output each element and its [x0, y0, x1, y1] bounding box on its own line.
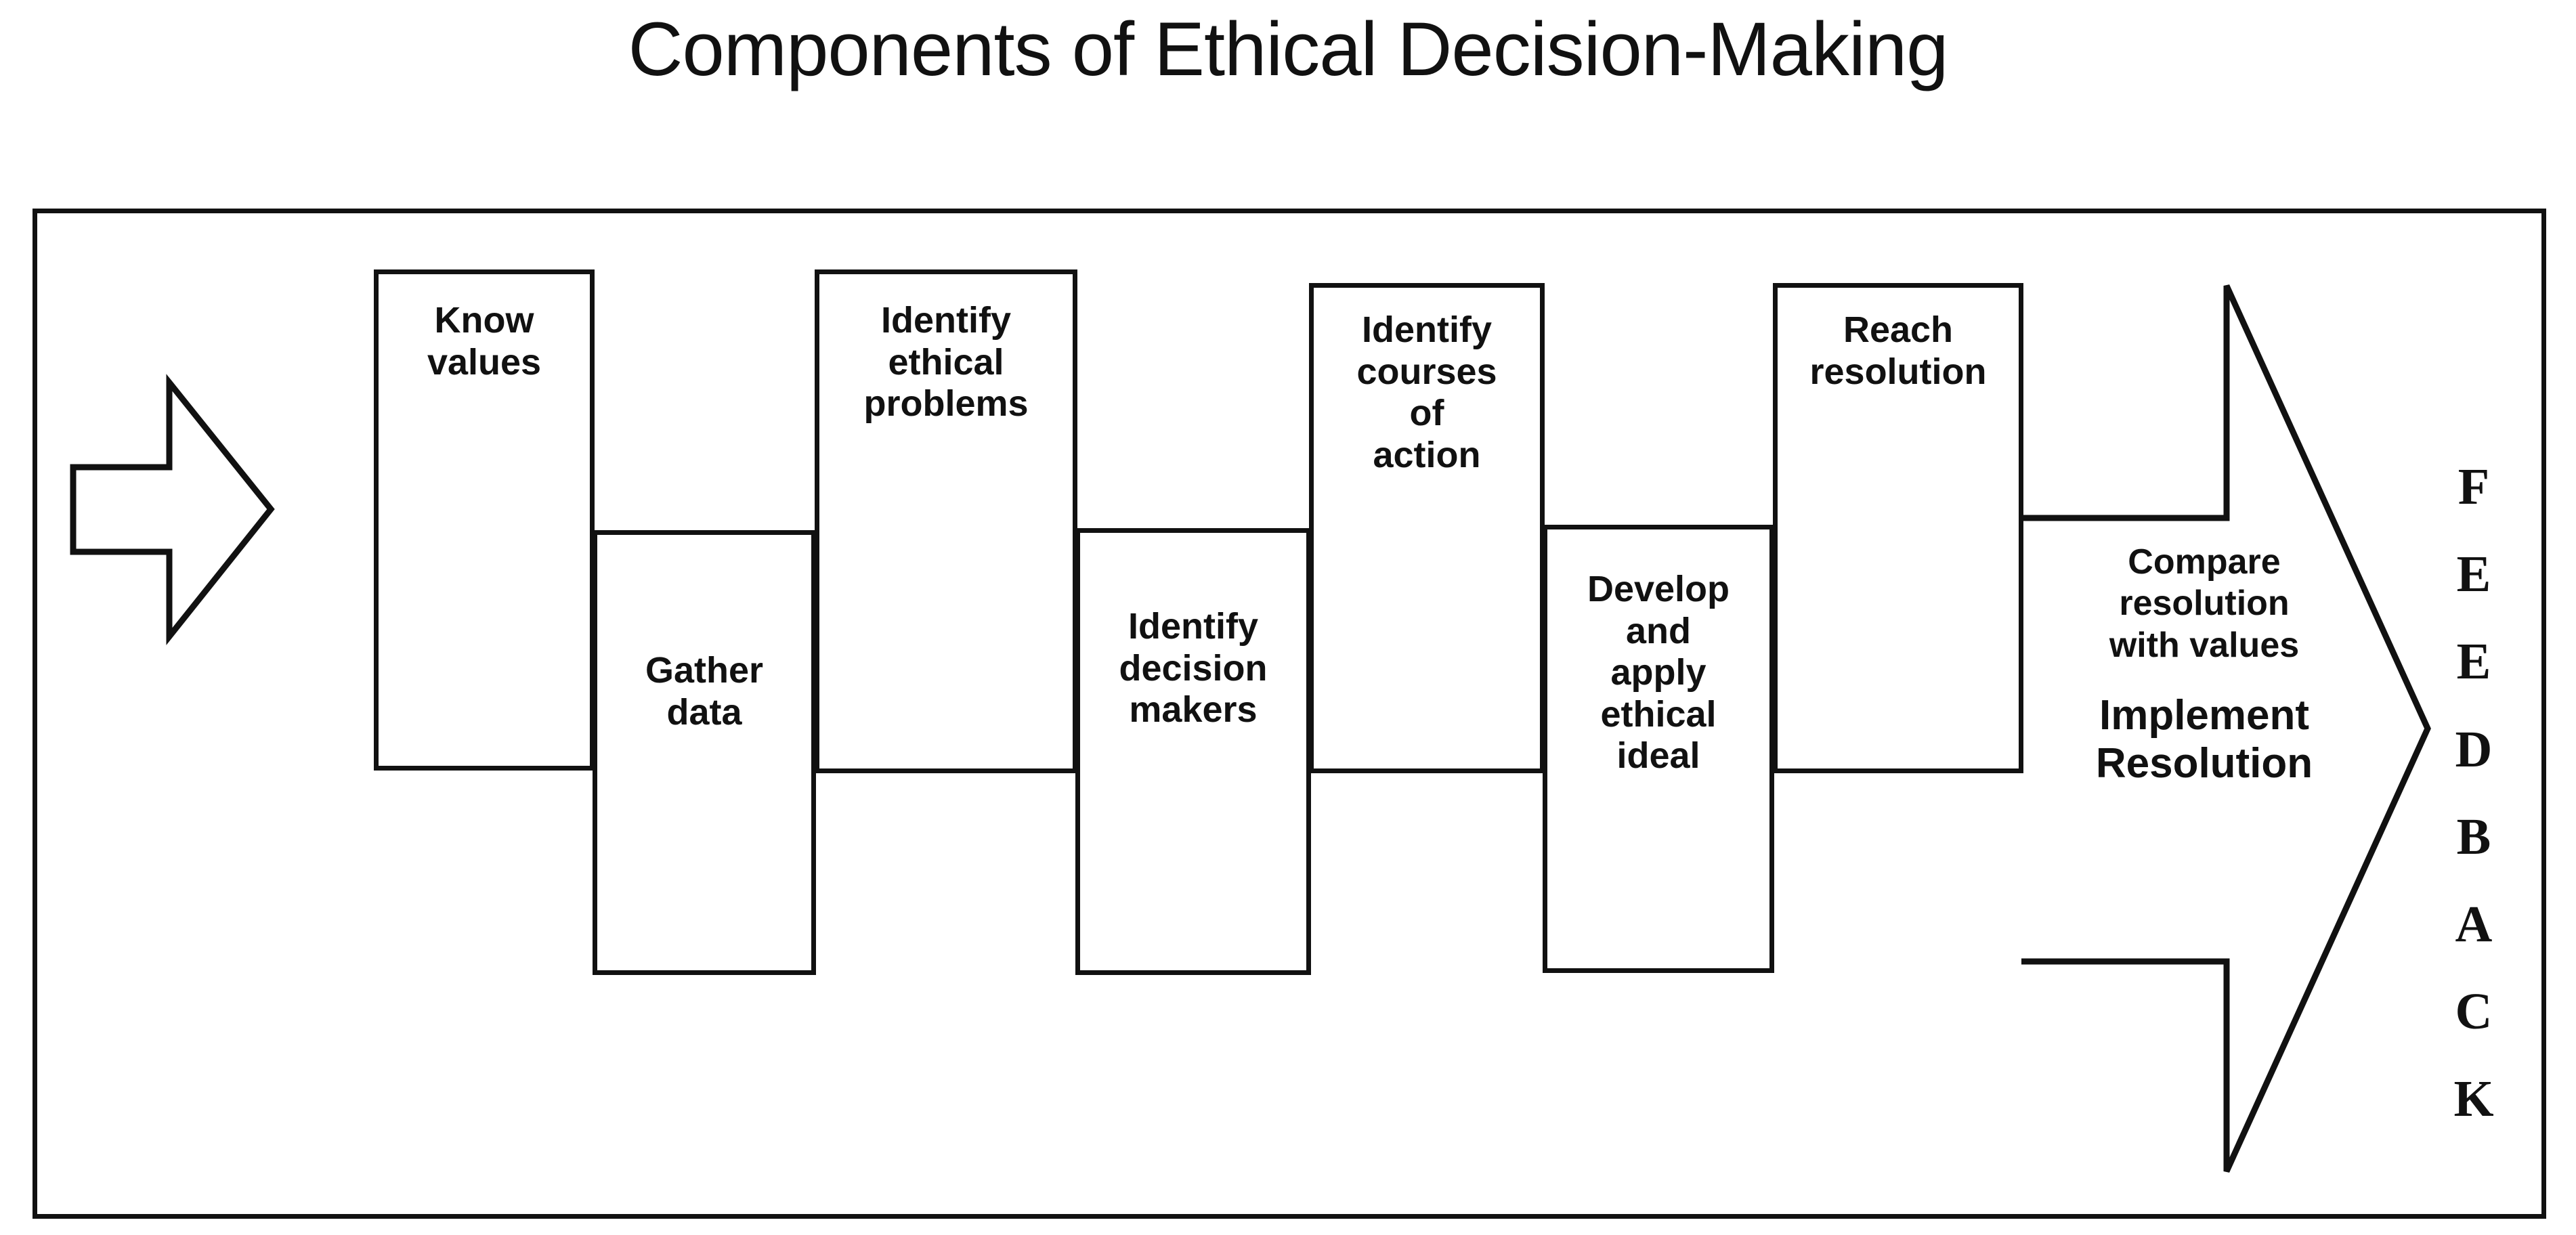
step-box-develop-apply-ethical-ideal[interactable]: Develop and apply ethical ideal: [1543, 525, 1774, 973]
feedback-letter: E: [2456, 546, 2491, 603]
step-box-know-values[interactable]: Know values: [374, 269, 595, 771]
page-title: Components of Ethical Decision-Making: [628, 7, 1949, 91]
step-label: Identify decision makers: [1119, 606, 1268, 731]
feedback-letter: E: [2456, 633, 2491, 691]
step-label: Know values: [427, 300, 542, 383]
feedback-letter: D: [2455, 720, 2493, 778]
feedback-letter: K: [2453, 1070, 2494, 1128]
feedback-letter: B: [2456, 808, 2491, 865]
step-label: Identify ethical problems: [863, 300, 1029, 425]
step-box-reach-resolution[interactable]: Reach resolution: [1773, 283, 2023, 773]
step-label: Reach resolution: [1809, 309, 1987, 392]
step-box-identify-ethical-problems[interactable]: Identify ethical problems: [815, 269, 1077, 773]
step-box-identify-decision-makers[interactable]: Identify decision makers: [1075, 528, 1311, 975]
step-label: Develop and apply ethical ideal: [1587, 569, 1730, 777]
step-label: Identify courses of action: [1356, 309, 1497, 475]
implement-resolution-label: Implement Resolution: [2095, 692, 2313, 787]
feedback-letter: F: [2457, 458, 2490, 515]
step-box-gather-data[interactable]: Gather data: [593, 530, 816, 975]
feedback-letter: A: [2455, 895, 2493, 953]
step-box-identify-courses-of-action[interactable]: Identify courses of action: [1309, 283, 1545, 773]
feedback-letter: C: [2455, 983, 2493, 1041]
step-label: Gather data: [645, 650, 764, 733]
compare-resolution-label: Compare resolution with values: [2109, 542, 2300, 665]
feedback-label: F E E D B A C K: [2437, 443, 2511, 1144]
